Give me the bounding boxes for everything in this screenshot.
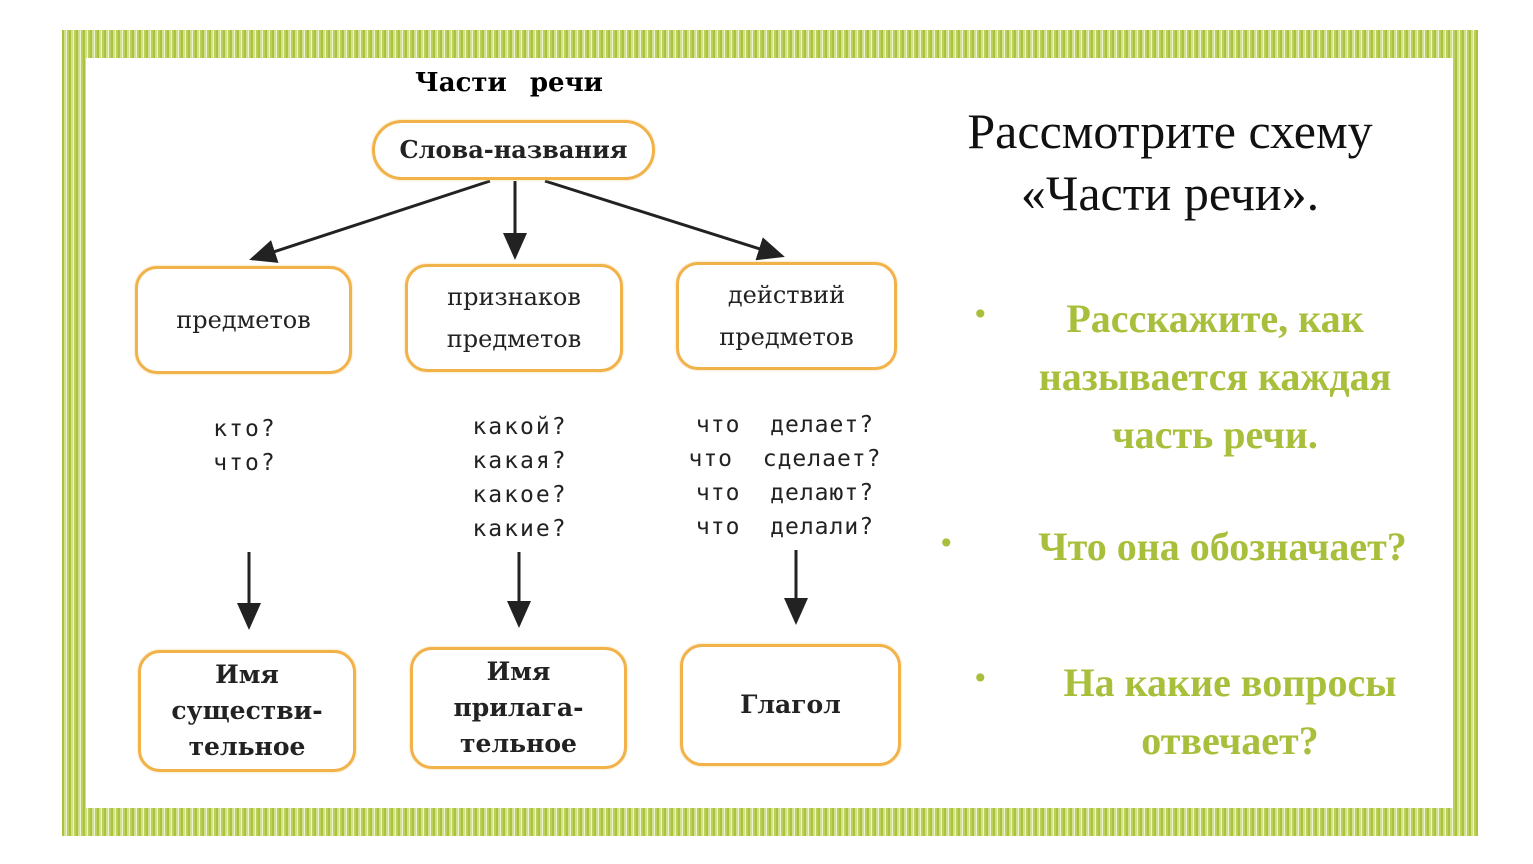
part-label: прилага- [453,693,584,722]
category-box-objects: предметов [135,266,352,374]
part-label: существи- [171,696,323,725]
questions-verbs: что делает? что сделает? что делают? что де… [670,408,900,544]
bullet-3: На какие вопросы отвечает? [1063,660,1397,763]
question: что? [213,450,277,476]
bullet-icon: • [938,527,955,560]
category-label: предметов [176,306,311,334]
question: какое? [472,482,568,508]
question: что делали? [695,514,875,540]
bullet-2: Что она обозначает? [1038,524,1407,569]
heading-line: «Части речи». [1020,165,1320,221]
diagram-title: Части речи [415,68,603,98]
part-label: тельное [460,729,577,758]
bullet-icon: • [972,662,989,695]
category-label: действий [727,281,846,309]
arrow-to-verbs [544,179,785,261]
questions-adjectives: какой? какая? какое? какие? [450,410,590,546]
question: что сделает? [688,446,882,472]
question: что делает? [695,412,875,438]
part-box-verb: Глагол [680,644,901,766]
bullet-1: Расскажите, как называется каждая часть … [1038,296,1392,457]
question: кто? [213,416,277,442]
part-label: тельное [188,732,306,761]
category-box-actions: действий предметов [676,262,897,370]
part-label: Имя [486,657,551,686]
question: какая? [472,448,568,474]
heading-line: Рассмотрите схему [967,103,1373,159]
slide-heading: Рассмотрите схему «Части речи». [930,100,1410,224]
part-box-noun: Имя существи-тельное [138,650,356,772]
part-label: Имя [215,660,279,689]
category-label: предметов [719,323,854,351]
bullet-icon: • [972,298,989,331]
question: какой? [472,414,568,440]
part-label: Глагол [740,690,841,719]
category-label: предметов [446,325,582,353]
arrow-to-nouns [249,179,491,263]
question: что делают? [695,480,875,506]
category-label: признаков [447,283,581,311]
question: какие? [472,516,568,542]
questions-nouns: кто? что? [200,412,290,480]
category-box-attributes: признаков предметов [405,264,623,372]
part-box-adjective: Имя прилага-тельное [410,647,627,769]
root-box: Слова-названия [372,120,655,180]
